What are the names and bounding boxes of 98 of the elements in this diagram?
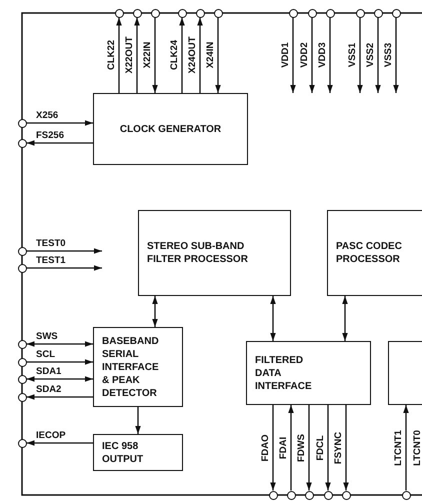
arrow [288, 405, 294, 490]
arrow [342, 296, 348, 341]
block-box [246, 341, 371, 405]
pin-circle [18, 264, 26, 272]
signal-label: X24OUT [188, 36, 198, 74]
arrow [134, 18, 140, 93]
pin-circle [18, 118, 26, 128]
arrow [197, 18, 203, 93]
pin-circle [214, 8, 222, 18]
pin-circle [268, 490, 278, 500]
block-label: PASC CODEC PROCESSOR [335, 240, 403, 266]
pin-circle [150, 8, 160, 18]
pin-circle [18, 138, 26, 148]
signal-label: FDWS [297, 434, 307, 462]
signal-label: VDD1 [281, 42, 291, 68]
signal-label: X22IN [143, 42, 153, 68]
signal-label: FDCL [316, 435, 326, 460]
pin-circle [304, 490, 314, 500]
pin-circle [286, 490, 296, 500]
arrow [215, 18, 221, 93]
arrow [116, 18, 122, 93]
block-label: IEC 958 OUTPUT [101, 440, 144, 466]
signal-label: SWS [36, 332, 58, 342]
signal-label: CLK22 [107, 40, 117, 70]
pin-circle [324, 490, 332, 500]
arrow [270, 296, 276, 341]
pin-circle [178, 8, 186, 18]
arrow [290, 18, 296, 93]
block-box [93, 93, 248, 165]
signal-label: SDA2 [36, 385, 62, 395]
pin-circle [356, 8, 364, 18]
signal-label: TEST0 [36, 239, 66, 249]
block-label: BASEBAND SERIAL INTERFACE & PEAK DETECTOR [101, 334, 160, 400]
block-label: FILTERED DATA INTERFACE [254, 354, 313, 392]
arrow [327, 18, 333, 93]
pin-circle [18, 358, 26, 366]
pin-circle [402, 490, 410, 500]
arrow [26, 376, 93, 382]
block-box [93, 327, 183, 407]
pin-circle [308, 8, 316, 18]
pin-circle [374, 8, 382, 18]
signal-label: LTCNT1 [394, 430, 404, 466]
arrow [26, 140, 93, 146]
pin-circle [288, 8, 298, 18]
signal-label: SCL [36, 350, 55, 360]
block-box [138, 210, 291, 296]
signal-label: X256 [36, 111, 58, 121]
arrow [403, 405, 409, 490]
arrow [343, 405, 349, 490]
signal-label: FDAI [279, 436, 289, 459]
pin-circle [326, 8, 334, 18]
signal-label: VSS2 [366, 43, 376, 68]
arrow [26, 341, 93, 347]
arrow [152, 18, 158, 93]
pin-circle [342, 490, 350, 500]
arrow [26, 359, 93, 365]
arrow [306, 405, 312, 490]
signal-label: LTCNT0 [413, 430, 422, 466]
arrow [393, 18, 399, 93]
signal-label: FS256 [36, 131, 64, 141]
signal-label: VDD3 [318, 42, 328, 68]
signal-label: FSYNC [334, 432, 344, 464]
signal-label: X24IN [206, 42, 216, 68]
pin-circle [18, 374, 26, 384]
arrow [26, 248, 102, 254]
pin-circle [392, 8, 400, 18]
block-label: CLOCK GENERATOR [118, 122, 222, 136]
signal-label: VSS1 [348, 43, 358, 68]
pin-circle [18, 340, 26, 348]
arrow [135, 407, 141, 434]
arrow [152, 296, 158, 327]
arrow [357, 18, 363, 93]
signal-label: CLK24 [170, 40, 180, 70]
block-box [327, 210, 422, 296]
block-box [93, 434, 183, 471]
block-label: STEREO SUB-BAND FILTER PROCESSOR [146, 240, 249, 266]
pin-circle [18, 438, 26, 448]
arrow [26, 120, 93, 126]
signal-label: IECOP [36, 431, 66, 441]
pin-circle [196, 8, 204, 18]
arrow [26, 265, 102, 271]
arrow [26, 440, 93, 446]
pin-circle [18, 246, 26, 256]
signal-label: TEST1 [36, 256, 66, 266]
arrow [375, 18, 381, 93]
arrow [325, 405, 331, 490]
signal-label: FDAO [261, 434, 271, 462]
signal-label: SDA1 [36, 367, 62, 377]
arrow [26, 394, 93, 400]
pin-circle [114, 8, 124, 18]
arrow [309, 18, 315, 93]
signal-label: VDD2 [300, 42, 310, 68]
signal-label: VSS3 [384, 43, 394, 68]
pin-circle [18, 392, 26, 402]
arrow [270, 405, 276, 490]
pin-circle [132, 8, 142, 18]
signal-label: X22OUT [125, 36, 135, 74]
arrow [179, 18, 185, 93]
